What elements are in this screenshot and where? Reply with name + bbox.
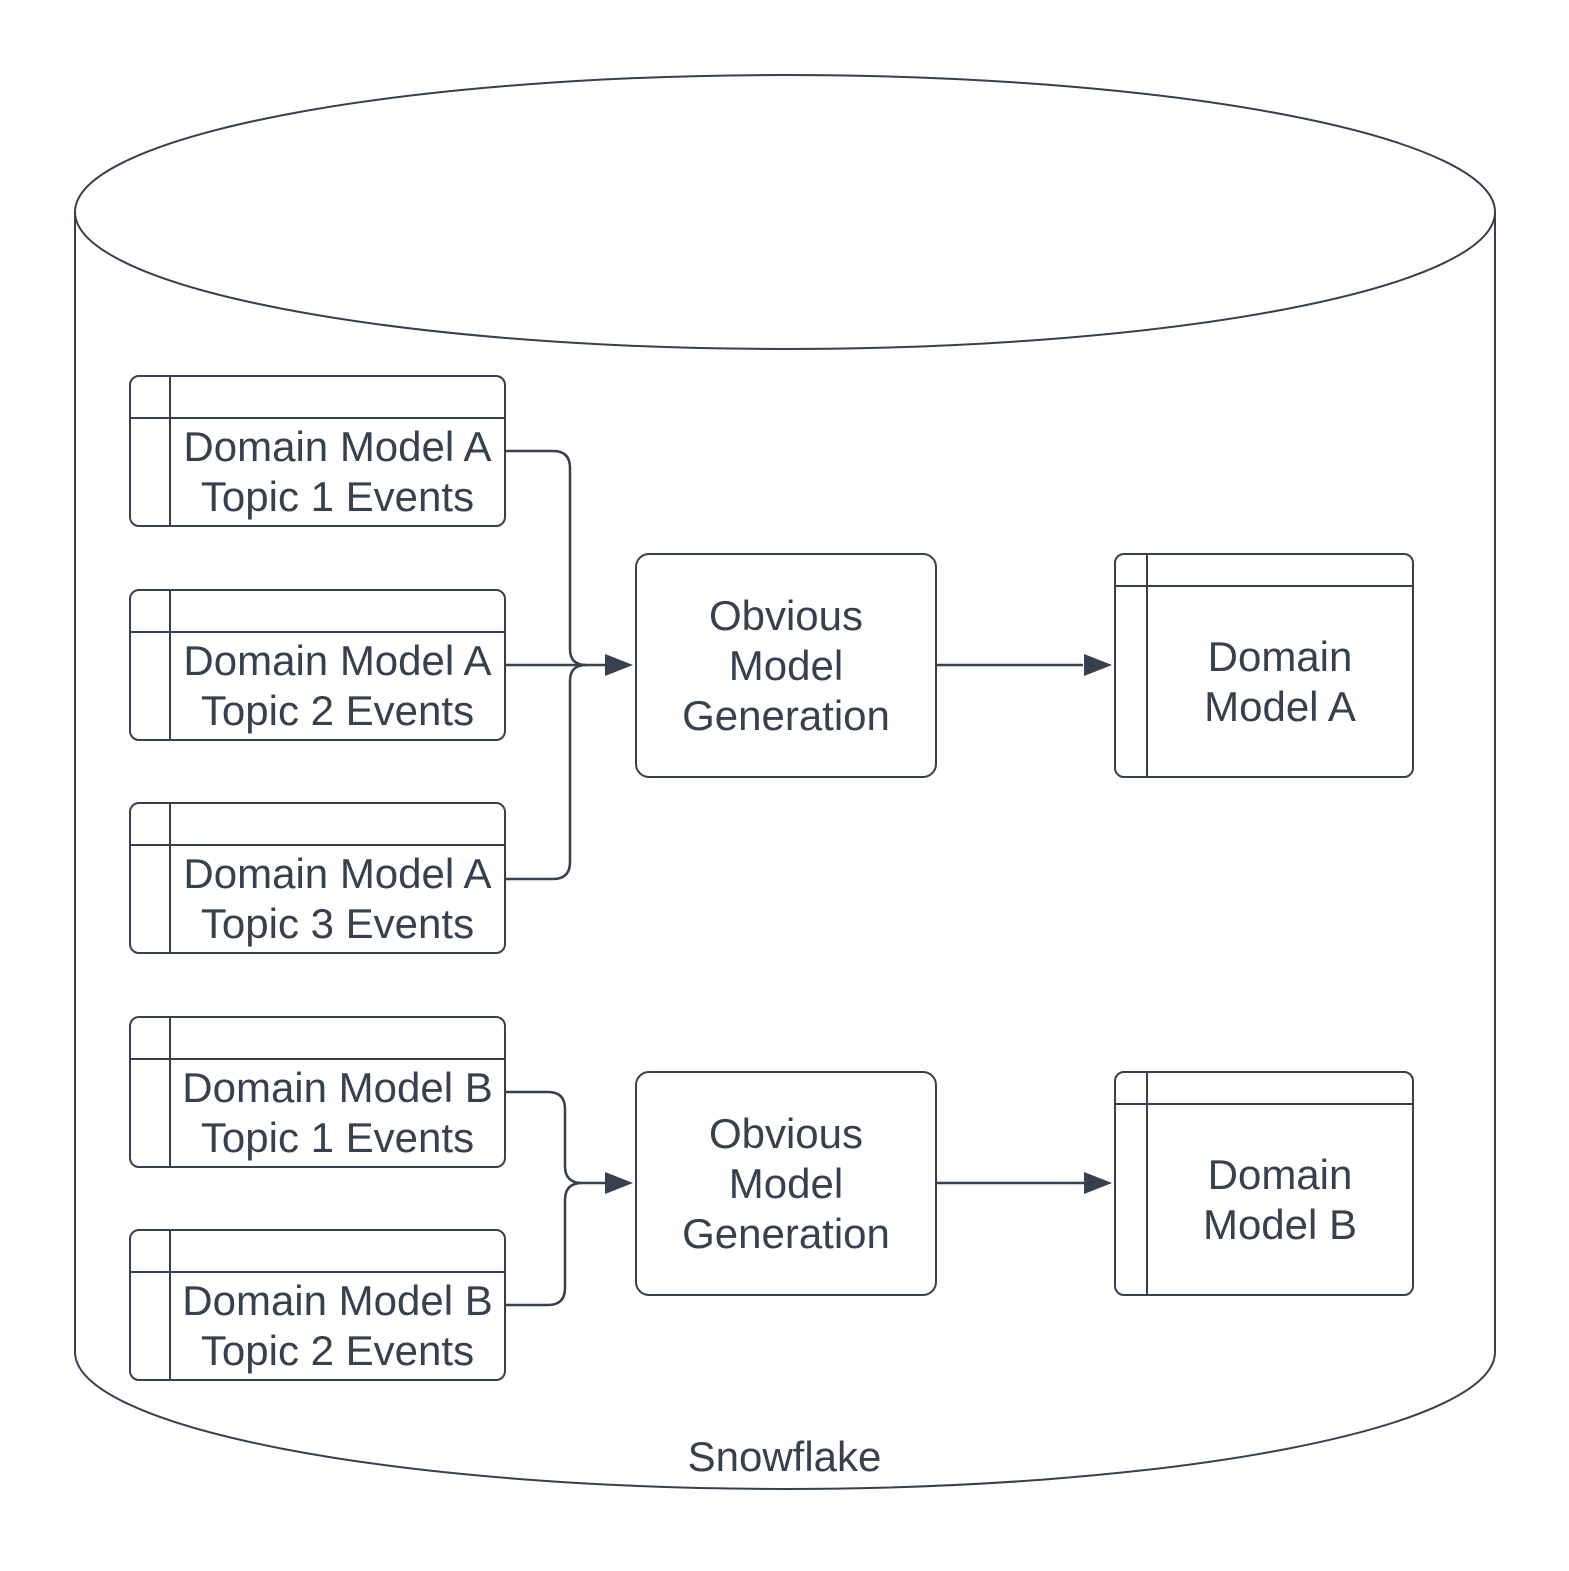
- table-label: Domain Model B: [1202, 1150, 1358, 1248]
- table-label: Domain Model B Topic 1 Events: [182, 1064, 493, 1161]
- cylinder-label: Snowflake: [687, 1433, 882, 1480]
- table-domain-model-a: Domain Model A: [1114, 553, 1414, 778]
- table-column-strip: [131, 804, 171, 952]
- table-column-strip: [1116, 1073, 1148, 1294]
- table-label: Domain Model A Topic 1 Events: [183, 423, 492, 520]
- table-column-strip: [1116, 555, 1148, 776]
- table-header-strip: [1116, 555, 1412, 587]
- connector-b-topic2: [506, 1181, 583, 1307]
- table-label: Domain Model A Topic 3 Events: [183, 850, 492, 947]
- arrowhead-a-into-model: [1084, 654, 1112, 676]
- table-domain-model-a-topic-3-events: Domain Model A Topic 3 Events: [129, 802, 506, 954]
- process-label: Obvious Model Generation: [682, 591, 890, 739]
- table-domain-model-a-topic-2-events: Domain Model A Topic 2 Events: [129, 589, 506, 741]
- process-label: Obvious Model Generation: [682, 1109, 890, 1257]
- snowflake-cylinder-body: [74, 212, 1496, 1490]
- arrowhead-a-into-process: [605, 654, 633, 676]
- table-label: Domain Model A: [1204, 632, 1356, 730]
- table-domain-model-a-topic-1-events: Domain Model A Topic 1 Events: [129, 375, 506, 527]
- table-header-strip: [131, 377, 504, 419]
- arrowhead-b-into-process: [605, 1172, 633, 1194]
- table-header-strip: [131, 1231, 504, 1273]
- table-header-strip: [131, 1018, 504, 1060]
- table-header-strip: [131, 591, 504, 633]
- table-label: Domain Model A Topic 2 Events: [183, 637, 492, 734]
- table-domain-model-b-topic-2-events: Domain Model B Topic 2 Events: [129, 1229, 506, 1381]
- table-column-strip: [131, 377, 171, 525]
- table-column-strip: [131, 1018, 171, 1166]
- table-header-strip: [131, 804, 504, 846]
- table-column-strip: [131, 1231, 171, 1379]
- table-header-strip: [1116, 1073, 1412, 1105]
- table-domain-model-b-topic-1-events: Domain Model B Topic 1 Events: [129, 1016, 506, 1168]
- table-domain-model-b: Domain Model B: [1114, 1071, 1414, 1296]
- snowflake-cylinder-top-ellipse: [74, 74, 1496, 350]
- process-obvious-model-generation-a: Obvious Model Generation: [635, 553, 937, 778]
- arrowhead-b-into-model: [1084, 1172, 1112, 1194]
- table-label: Domain Model B Topic 2 Events: [182, 1277, 493, 1374]
- process-obvious-model-generation-b: Obvious Model Generation: [635, 1071, 937, 1296]
- connector-a-topic1: [506, 449, 587, 667]
- table-column-strip: [131, 591, 171, 739]
- connector-b-topic1: [506, 1090, 583, 1185]
- connector-a-topic3: [506, 663, 587, 881]
